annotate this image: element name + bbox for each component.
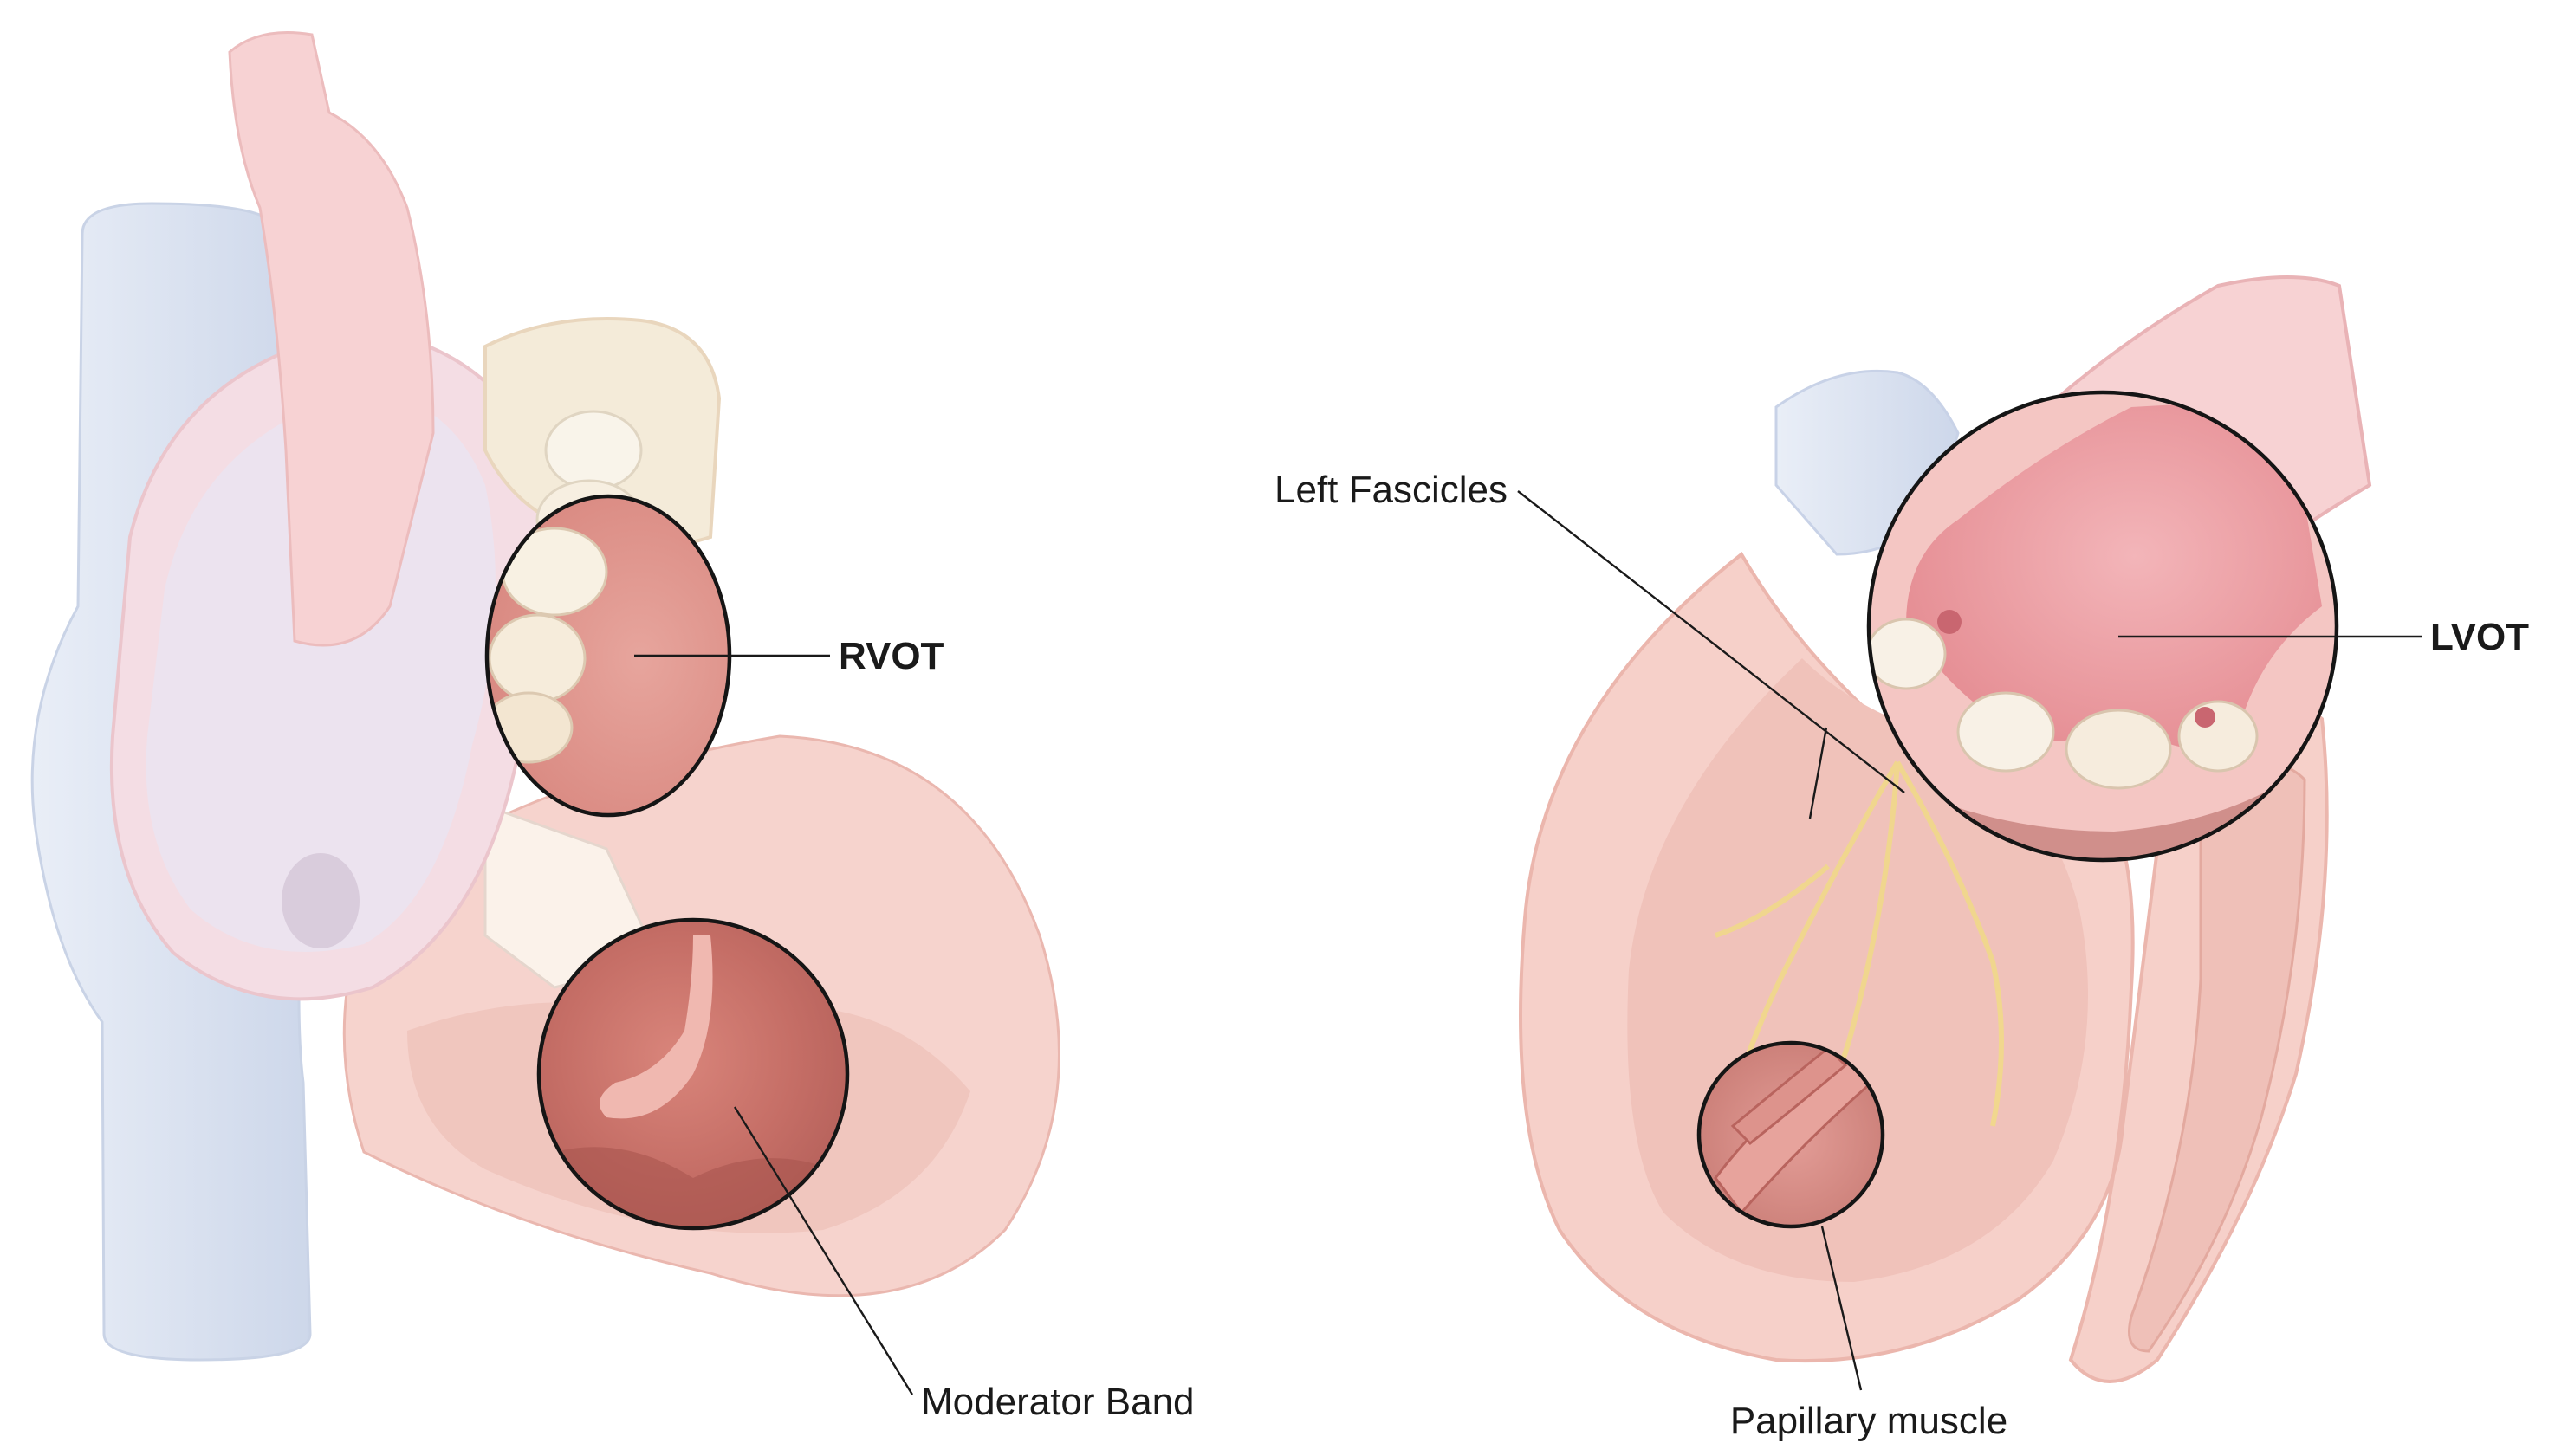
lvot-zoom-circle: [1866, 390, 2339, 863]
left-heart-illustration: RVOT Moderator Band: [30, 31, 1195, 1423]
moderator-band-leader-line: [733, 1106, 914, 1395]
papillary-muscle-label: Papillary muscle: [1730, 1400, 2007, 1442]
coronary-ostium-shape: [2195, 707, 2215, 728]
rvot-valve-cusp-shape: [488, 613, 587, 703]
aortic-valve-cusp-shape: [1956, 691, 2055, 773]
moderator-band-zoom-circle: [536, 917, 850, 1231]
aortic-valve-cusp-shape: [1869, 618, 1947, 690]
aortic-valve-cusp-shape: [2065, 709, 2172, 790]
pulmonary-valve-cusp-shape: [544, 410, 643, 491]
right-heart-illustration: Left Fascicles LVOT Papillary muscle: [1274, 275, 2529, 1442]
aortic-valve-cusp-shape: [2177, 700, 2259, 773]
trabeculae-texture-shape: [554, 1147, 832, 1228]
left-fascicles-label: Left Fascicles: [1274, 469, 1508, 511]
coronary-sinus-ostium-shape: [282, 853, 360, 948]
aorta-shape: [228, 31, 435, 647]
left-fascicles-branch-line: [1808, 727, 1828, 819]
papillary-muscle-bundle-shape: [1730, 1045, 1848, 1146]
coronary-ostium-shape: [1937, 610, 1962, 634]
lvot-outflow-shape: [1906, 398, 2322, 749]
papillary-muscle-zoom-circle: [1696, 1040, 1885, 1229]
left-fascicles-leader-line: [1517, 490, 1905, 793]
lateral-wall-shape: [2128, 760, 2306, 1353]
rvot-label: RVOT: [839, 635, 944, 677]
moderator-band-tissue-shape: [600, 935, 713, 1119]
papillary-muscle-leader-line: [1820, 1226, 1863, 1391]
lvot-label: LVOT: [2430, 616, 2529, 658]
moderator-band-label: Moderator Band: [921, 1381, 1195, 1423]
